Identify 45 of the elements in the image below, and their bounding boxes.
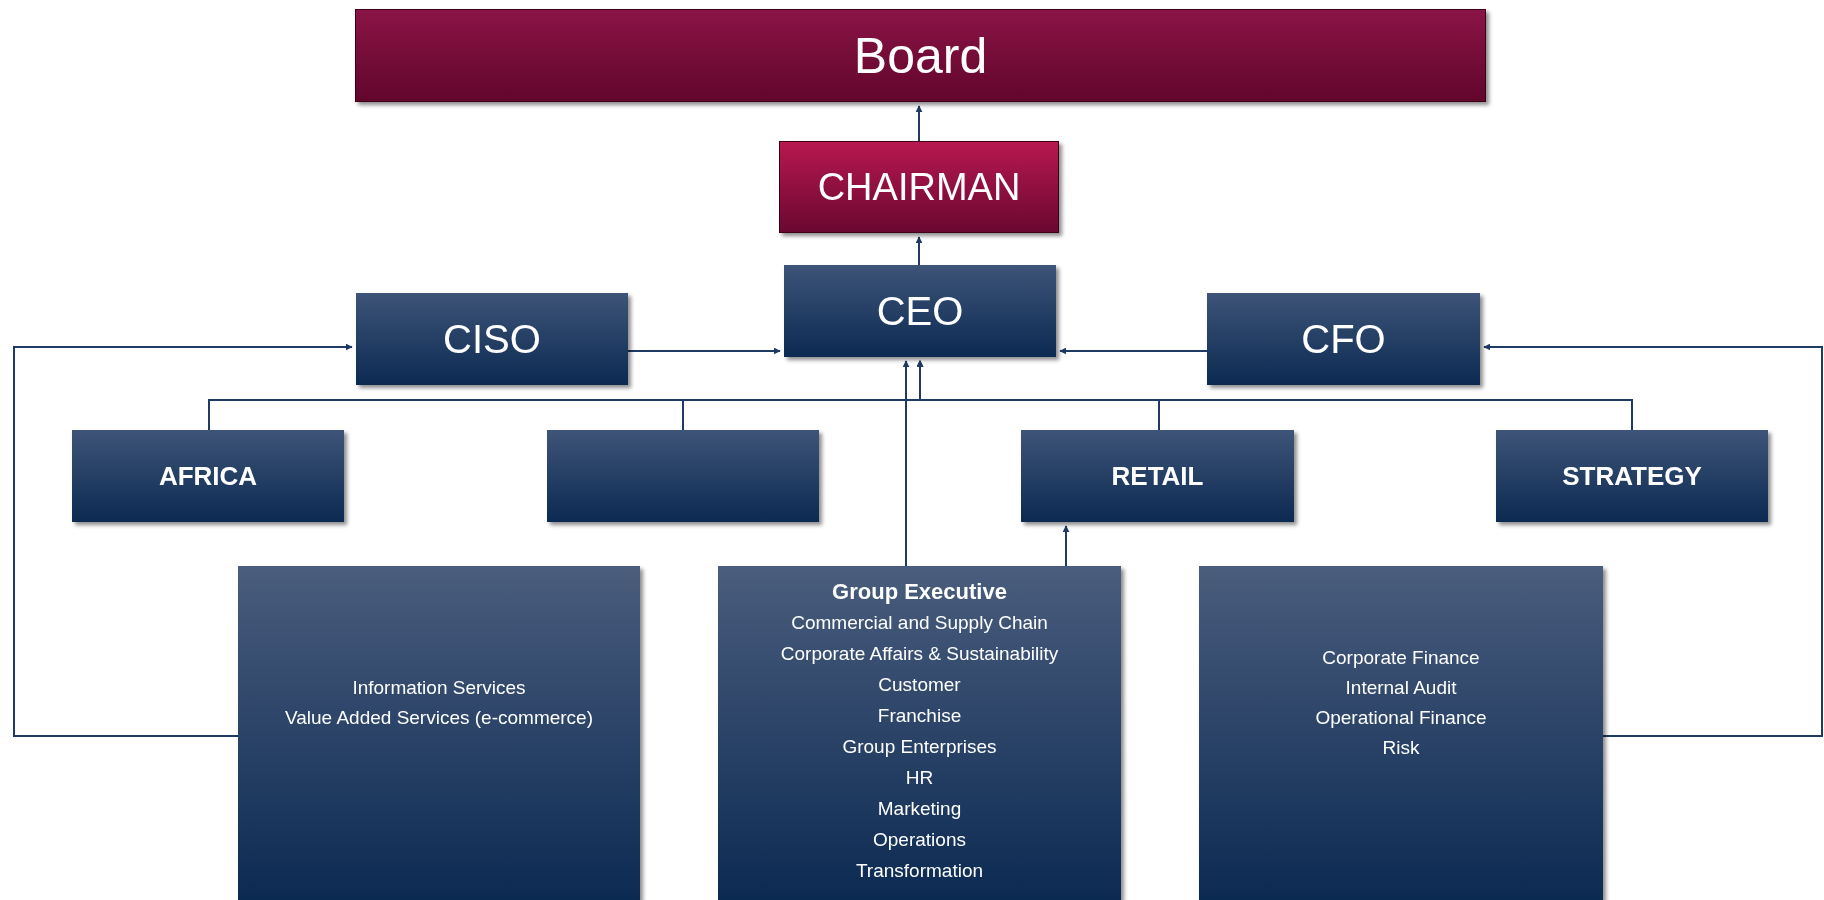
department-name: Franchise [876,704,963,728]
arrow [1483,343,1823,737]
box-title: Board [853,30,988,81]
board-box [355,9,1486,102]
department-name: Customer [877,673,962,697]
department-name: Transformation [854,859,985,883]
department-list-box [1199,566,1603,900]
box-title: CEO [876,291,964,331]
executive-box [1207,293,1480,385]
department-name: Corporate Affairs & Sustainability [779,642,1060,666]
arrow [13,343,353,737]
department-name: Risk [1381,736,1421,760]
arrow [902,360,910,567]
executive-box [784,265,1056,357]
department-name: Internal Audit [1344,676,1458,700]
department-name: Operational Finance [1314,706,1488,730]
arrow [915,105,923,142]
box-title: CHAIRMAN [817,168,1021,206]
division-box [72,430,344,522]
box-title: AFRICA [158,463,258,489]
department-name: HR [904,766,935,790]
department-list-box [718,566,1121,900]
box-title: STRATEGY [1562,463,1702,489]
division-box [1021,430,1294,522]
chairman-box [779,141,1059,233]
department-name: Commercial and Supply Chain [790,611,1049,635]
arrow [627,347,781,355]
department-name: Corporate Finance [1321,646,1481,670]
division-box [547,430,819,522]
arrow [1059,347,1208,355]
department-list-box [238,566,640,900]
department-name: Marketing [876,797,963,821]
arrow [916,360,1633,431]
box-title: RETAIL [1111,463,1204,489]
department-name: Group Enterprises [841,735,998,759]
department-name: Value Added Services (e-commerce) [284,706,594,730]
department-name: Operations [872,828,967,852]
box-title: CISO [443,319,541,359]
arrow [1062,525,1070,567]
arrow [915,236,923,266]
executive-box [356,293,628,385]
division-box [1496,430,1768,522]
box-title: CFO [1301,319,1386,359]
group-heading: Group Executive [831,578,1008,606]
department-name: Information Services [351,676,527,700]
